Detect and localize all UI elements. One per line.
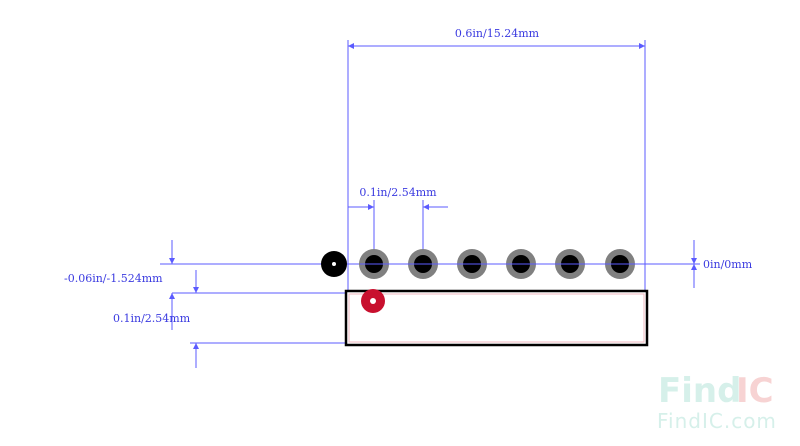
body-height-arrow-top bbox=[169, 293, 175, 299]
zero-dimension: 0in/0mm bbox=[691, 240, 753, 288]
pitch-arrow-right bbox=[423, 204, 429, 210]
width-dimension: 0.6in/15.24mm bbox=[347, 27, 646, 290]
watermark-brand-right: IC bbox=[736, 371, 774, 411]
offset-label: -0.06in/-1.524mm bbox=[64, 272, 163, 285]
offset-arrow-top bbox=[169, 258, 175, 264]
findic-watermark: Find IC FindIC.com bbox=[657, 371, 777, 433]
width-arrow-right bbox=[639, 43, 645, 49]
watermark-domain: FindIC.com bbox=[657, 409, 777, 433]
pitch-dimension: 0.1in/2.54mm bbox=[348, 186, 448, 262]
pad-square-first-hole bbox=[332, 262, 336, 266]
offset-arrow-bottom bbox=[193, 287, 199, 293]
zero-arrow-top bbox=[691, 258, 697, 264]
component-body-outline bbox=[344, 289, 649, 347]
watermark-brand-left: Find bbox=[658, 371, 741, 411]
pin1-marker-dot bbox=[370, 298, 376, 304]
width-label: 0.6in/15.24mm bbox=[455, 27, 540, 40]
pitch-arrow-left bbox=[368, 204, 374, 210]
body-height-dimension: 0.1in/2.54mm bbox=[113, 293, 346, 368]
body-height-label: 0.1in/2.54mm bbox=[113, 312, 191, 325]
pad-row bbox=[321, 249, 635, 279]
body-height-arrow-bottom bbox=[193, 343, 199, 349]
offset-dimension: -0.06in/-1.524mm bbox=[64, 240, 346, 294]
width-arrow-left bbox=[348, 43, 354, 49]
zero-label: 0in/0mm bbox=[703, 258, 753, 271]
pitch-label: 0.1in/2.54mm bbox=[359, 186, 437, 199]
component-body-inner bbox=[348, 293, 645, 343]
zero-arrow-bottom bbox=[691, 264, 697, 270]
